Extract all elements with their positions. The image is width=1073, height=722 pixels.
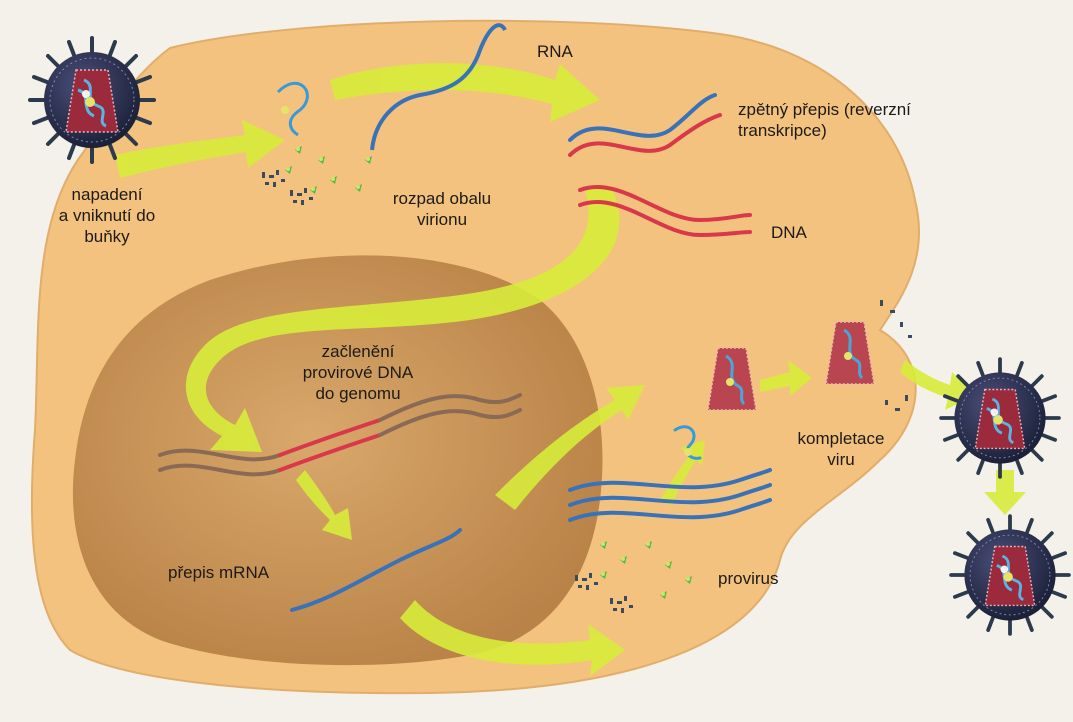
label-reverse-transcription: zpětný přepis (reverzní transkripce) [738,99,911,141]
arrow-release-down [984,470,1026,515]
label-rna: RNA [537,41,573,62]
label-mrna-transcription: přepis mRNA [168,562,269,583]
label-entry: napadení a vniknutí do buňky [32,184,182,247]
label-uncoating: rozpad obalu virionu [372,188,512,230]
label-integration: začlenění provirové DNA do genomu [283,341,433,404]
label-assembly: kompletace viru [786,428,896,470]
virion-icon [30,38,154,162]
label-dna: DNA [771,222,807,243]
virion-icon [941,359,1059,477]
label-provirus: provirus [718,568,778,589]
virion-icon [951,516,1069,634]
